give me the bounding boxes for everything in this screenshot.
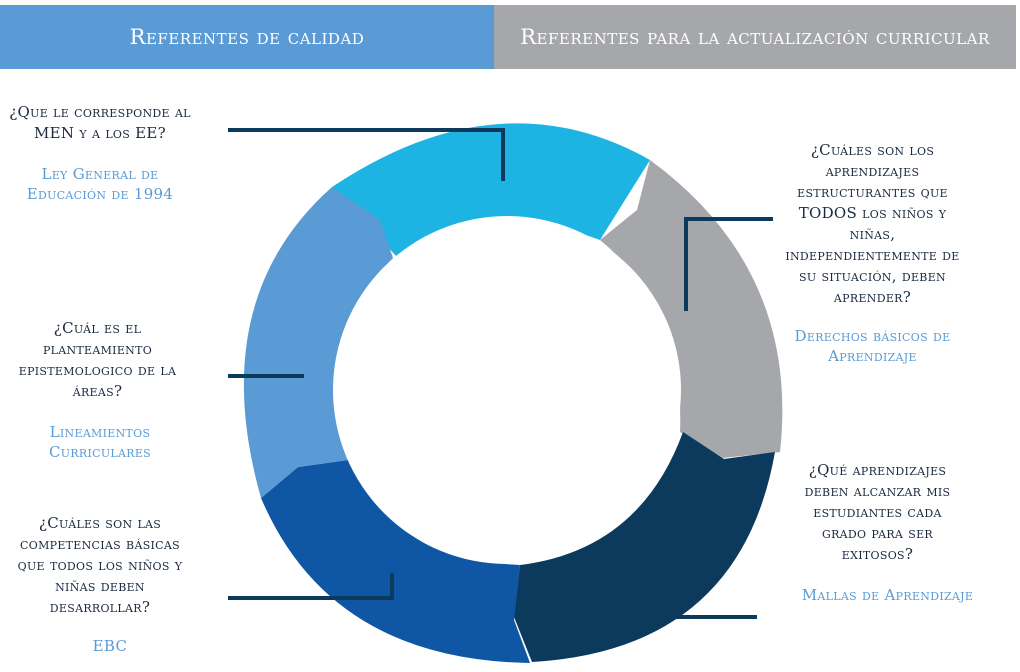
answer-ebc: EBC (92, 637, 128, 655)
segment-right (600, 160, 783, 458)
header-left-title: Referentes de calidad (129, 25, 365, 49)
segment-bottom-right (514, 432, 775, 662)
question-aprendizajes-estructurantes: ¿Cuáles son los aprendizajes estructuran… (785, 141, 960, 306)
segment-left (243, 187, 393, 498)
answer-derechos-basicos: Derechos básicos de Aprendizaje (794, 327, 951, 365)
connector-line-1 (228, 128, 505, 181)
question-aprendizajes-grado: ¿Qué aprendizajes deben alcanzar mis est… (804, 461, 951, 563)
header-curricular-references: Referentes para la actualización curricu… (494, 5, 1016, 69)
question-epistemologico: ¿Cuál es el planteamiento epistemologico… (18, 319, 177, 400)
question-men-ee: ¿Que le corresponde al MEN y a los EE? (9, 103, 191, 142)
question-competencias: ¿Cuáles son las competencias básicas que… (17, 514, 183, 616)
connector-line-4 (684, 217, 773, 311)
connector-line-5 (669, 594, 757, 619)
header-quality-references: Referentes de calidad (0, 5, 494, 69)
answer-mallas: Mallas de Aprendizaje (801, 586, 974, 604)
donut-hole (333, 216, 681, 564)
segment-top (332, 123, 650, 258)
connector-line-3 (228, 573, 394, 600)
answer-ley-general: Ley General de Educación de 1994 (26, 165, 174, 203)
answer-lineamientos: Lineamientos Curriculares (48, 423, 152, 461)
header-right-title: Referentes para la actualización curricu… (520, 25, 990, 49)
segment-bottom-left (261, 460, 530, 663)
